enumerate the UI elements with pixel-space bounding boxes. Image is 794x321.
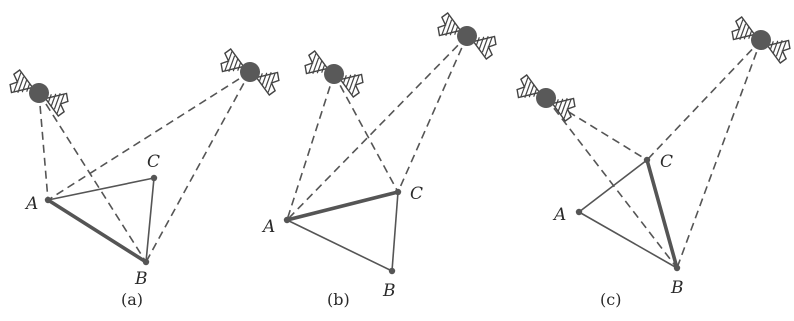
satellite-icon: [511, 72, 581, 124]
caption-c: (c): [600, 290, 621, 309]
caption-a: (a): [121, 290, 143, 309]
point-b: [142, 258, 150, 266]
satellite-icon: [215, 46, 285, 98]
edge-ac: [578, 159, 648, 213]
signal-ray: [286, 73, 335, 221]
edge-ab: [578, 211, 678, 269]
signal-ray: [38, 92, 49, 201]
label-b: B: [382, 281, 396, 301]
baseline-ac: [285, 190, 400, 222]
baseline-ab: [46, 198, 148, 264]
edge-ab: [286, 219, 393, 272]
label-a: A: [261, 217, 275, 237]
edge-cb: [391, 191, 399, 272]
signal-ray: [286, 35, 468, 221]
signal-ray: [145, 71, 251, 263]
point-a: [283, 216, 291, 224]
label-a: A: [24, 194, 38, 214]
satellite-icon: [432, 10, 502, 62]
signal-ray: [397, 35, 468, 193]
baseline-cb: [645, 158, 679, 270]
satellite-icon: [726, 14, 794, 66]
signal-ray: [676, 39, 762, 269]
label-b: B: [134, 269, 148, 289]
point-a: [575, 208, 583, 216]
edge-cb: [145, 177, 155, 263]
panel-c: A B C (c): [511, 14, 794, 309]
label-b: B: [670, 278, 684, 298]
point-b: [388, 267, 396, 275]
satellite-icon: [4, 67, 74, 119]
edge-ac: [47, 177, 155, 201]
signal-ray: [47, 71, 251, 201]
point-b: [673, 264, 681, 272]
signal-ray: [38, 92, 147, 263]
label-c: C: [660, 152, 673, 172]
label-c: C: [410, 184, 423, 204]
signal-ray: [646, 39, 762, 161]
label-a: A: [552, 205, 566, 225]
point-a: [44, 196, 52, 204]
satellite-icon: [299, 48, 369, 100]
caption-b: (b): [327, 290, 350, 309]
point-c: [394, 188, 402, 196]
point-c: [150, 174, 158, 182]
signal-ray: [333, 73, 399, 193]
panel-a: A B C (a): [4, 46, 285, 309]
label-c: C: [147, 152, 160, 172]
point-c: [643, 156, 651, 164]
panel-b: A B C (b): [261, 10, 502, 309]
signal-ray: [545, 97, 678, 269]
